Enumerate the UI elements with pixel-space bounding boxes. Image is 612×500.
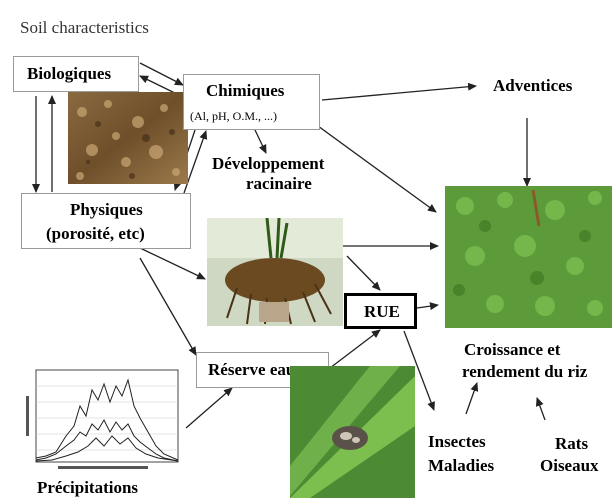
arrow-bio-to-chim [139, 62, 184, 86]
chimiques-box: Chimiques (Al, pH, O.M., ...) [183, 74, 320, 130]
chimiques-detail: (Al, pH, O.M., ...) [190, 109, 277, 123]
root-photo [207, 218, 343, 326]
soil-photo [68, 92, 188, 184]
insectes-label: Insectes [428, 432, 486, 451]
arrow-chim-to-dev [254, 129, 267, 154]
developpement-label-line2: racinaire [246, 174, 312, 193]
croissance-label-line1: Croissance et [464, 340, 561, 359]
maladies-label: Maladies [428, 456, 495, 475]
rue-label: RUE [364, 302, 400, 321]
rats-label: Rats [555, 434, 589, 453]
chimiques-label: Chimiques [206, 81, 285, 100]
rice-field-photo [445, 186, 612, 328]
arrow-rue-to-crois [416, 302, 439, 311]
arrow-phys-to-reserve [139, 257, 197, 356]
arrow-dev-to-rue [346, 255, 381, 291]
arrow-precip-to-reserve [185, 387, 233, 429]
arrow-maladies-to-crois [465, 382, 479, 415]
croissance-label-line2: rendement du riz [462, 362, 588, 381]
arrow-rats-to-crois [535, 397, 546, 421]
arrow-phys-to-dev [139, 247, 206, 280]
precipitations-label: Précipitations [37, 478, 139, 497]
biologiques-label: Biologiques [27, 64, 112, 83]
oiseaux-label: Oiseaux [540, 456, 599, 475]
diagram-title: Soil characteristics [20, 18, 149, 37]
arrow-rue-to-insectes [403, 330, 435, 411]
adventices-label: Adventices [493, 76, 573, 95]
biologiques-box: Biologiques [13, 56, 139, 92]
developpement-label-line1: Développement [212, 154, 325, 173]
rue-box: RUE [344, 293, 417, 329]
precipitation-chart [22, 366, 184, 474]
arrow-reserve-to-rue [329, 329, 381, 369]
physiques-label-line2: (porosité, etc) [46, 224, 145, 243]
physiques-label-line1: Physiques [70, 200, 143, 219]
physiques-box: Physiques (porosité, etc) [21, 193, 191, 249]
arrow-chim-to-crois [317, 125, 437, 213]
arrow-chim-to-adv [321, 82, 477, 101]
reserve-eau-label: Réserve eau [208, 360, 296, 379]
insect-photo [290, 366, 415, 498]
